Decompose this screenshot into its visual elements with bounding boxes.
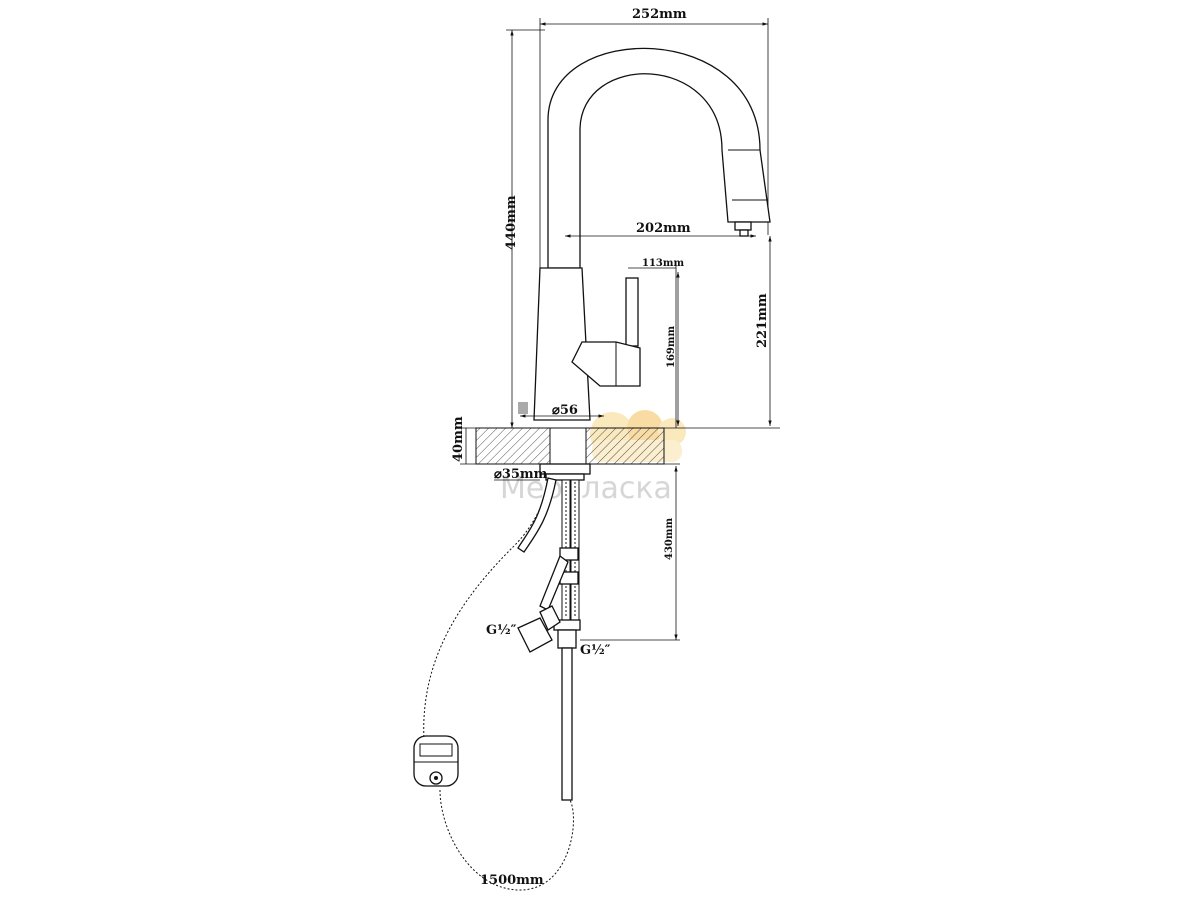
dim-countertop-thickness: 40mm <box>451 416 467 464</box>
countertop-section <box>460 427 780 465</box>
label-handle-height: 169mm <box>666 326 677 368</box>
label-pull-out-hose-length: 1500mm <box>480 873 544 888</box>
label-total-width: 252mm <box>632 7 687 22</box>
label-total-height: 440mm <box>504 195 519 250</box>
label-handle-offset: 113mm <box>642 258 684 269</box>
weight-clip <box>413 735 459 787</box>
dim-base-diameter: ⌀56 <box>518 402 604 418</box>
label-hole-diameter: ⌀35mm <box>494 467 548 482</box>
dim-handle-height: 169mm <box>666 272 680 426</box>
label-spout-height: 221mm <box>755 293 770 348</box>
supply-hoses <box>539 479 581 801</box>
pull-out-hose <box>423 477 574 891</box>
faucet-body <box>533 267 591 421</box>
label-hose-below: 430mm <box>664 518 675 560</box>
label-base-diameter: ⌀56 <box>552 403 578 418</box>
label-countertop-thickness: 40mm <box>451 416 466 462</box>
dim-total-width: 252mm <box>539 7 769 270</box>
hose-connector-side: G½″ <box>486 605 561 653</box>
dim-spout-reach: 202mm <box>565 221 756 238</box>
dim-hose-below: 430mm <box>580 466 680 641</box>
label-thread-side: G½″ <box>486 623 517 638</box>
hose-connector-main: G½″ <box>580 643 611 658</box>
dim-hole-diameter: ⌀35mm <box>494 467 548 482</box>
label-spout-reach: 202mm <box>636 221 691 236</box>
handle <box>571 277 641 387</box>
dim-handle-offset: 113mm <box>628 258 684 428</box>
watermark-text: Мебеласка <box>500 471 672 506</box>
dim-total-height: 440mm <box>504 29 545 428</box>
label-thread-main: G½″ <box>580 643 611 658</box>
dim-spout-height: 221mm <box>755 236 772 426</box>
